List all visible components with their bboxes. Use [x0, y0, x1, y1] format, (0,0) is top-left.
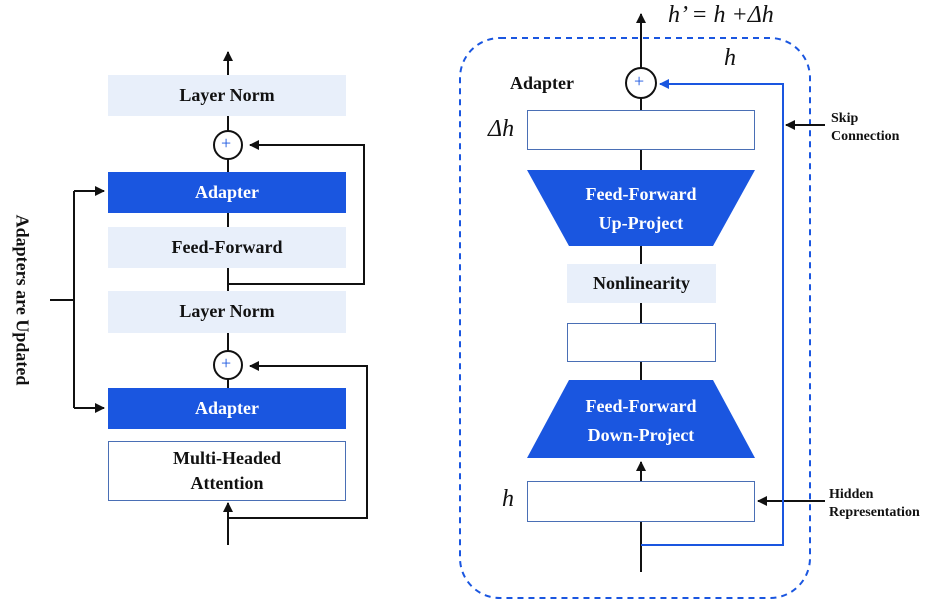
skip-line1: Skip	[831, 111, 859, 126]
skip-connection-label: Skip Connection	[831, 110, 899, 146]
nonlinearity-box: Nonlinearity	[567, 264, 716, 303]
layer-norm-top: Layer Norm	[108, 75, 346, 116]
left-plus-bottom-sign: +	[221, 353, 232, 373]
left-plus-top-sign: +	[221, 133, 232, 153]
down-line2: Down-Project	[587, 424, 695, 445]
up-project-text: Feed-Forward Up-Project	[527, 180, 755, 238]
multi-headed-attention: Multi-Headed Attention	[108, 441, 346, 501]
hidden-line1: Hidden	[829, 487, 874, 502]
hidden-line2: Representation	[829, 505, 920, 521]
attention-line2: Attention	[190, 473, 264, 493]
delta-h-label: Δh	[488, 116, 515, 142]
right-plus	[625, 67, 657, 99]
left-plus-top	[213, 130, 243, 160]
left-plus-bottom	[213, 350, 243, 380]
adapters-updated-label: Adapters are Updated	[12, 214, 33, 386]
right-plus-sign: +	[634, 71, 645, 91]
adapter-label: Adapter	[510, 73, 574, 93]
up-line2: Up-Project	[598, 212, 684, 233]
attention-line1: Multi-Headed	[173, 447, 281, 468]
h-skip-label: h	[724, 45, 736, 71]
layer-norm-mid: Layer Norm	[108, 291, 346, 333]
skip-line2: Connection	[831, 129, 900, 145]
up-line1: Feed-Forward	[585, 184, 697, 204]
down-project-text: Feed-Forward Down-Project	[527, 392, 755, 450]
delta-h-box	[527, 110, 755, 150]
hidden-input-box	[527, 481, 755, 522]
adapter-top: Adapter	[108, 172, 346, 213]
hidden-representation-label: Hidden Representation	[829, 486, 920, 522]
up-project-trapezoid	[527, 170, 755, 246]
h-input-label: h	[502, 486, 514, 512]
adapter-bottom: Adapter	[108, 388, 346, 429]
bottleneck-box	[567, 323, 716, 362]
adapter-dashed-border	[459, 37, 811, 599]
feed-forward: Feed-Forward	[108, 227, 346, 268]
down-line1: Feed-Forward	[585, 396, 697, 416]
down-project-trapezoid	[527, 380, 755, 458]
output-equation: h’ = h +Δh	[668, 2, 774, 28]
